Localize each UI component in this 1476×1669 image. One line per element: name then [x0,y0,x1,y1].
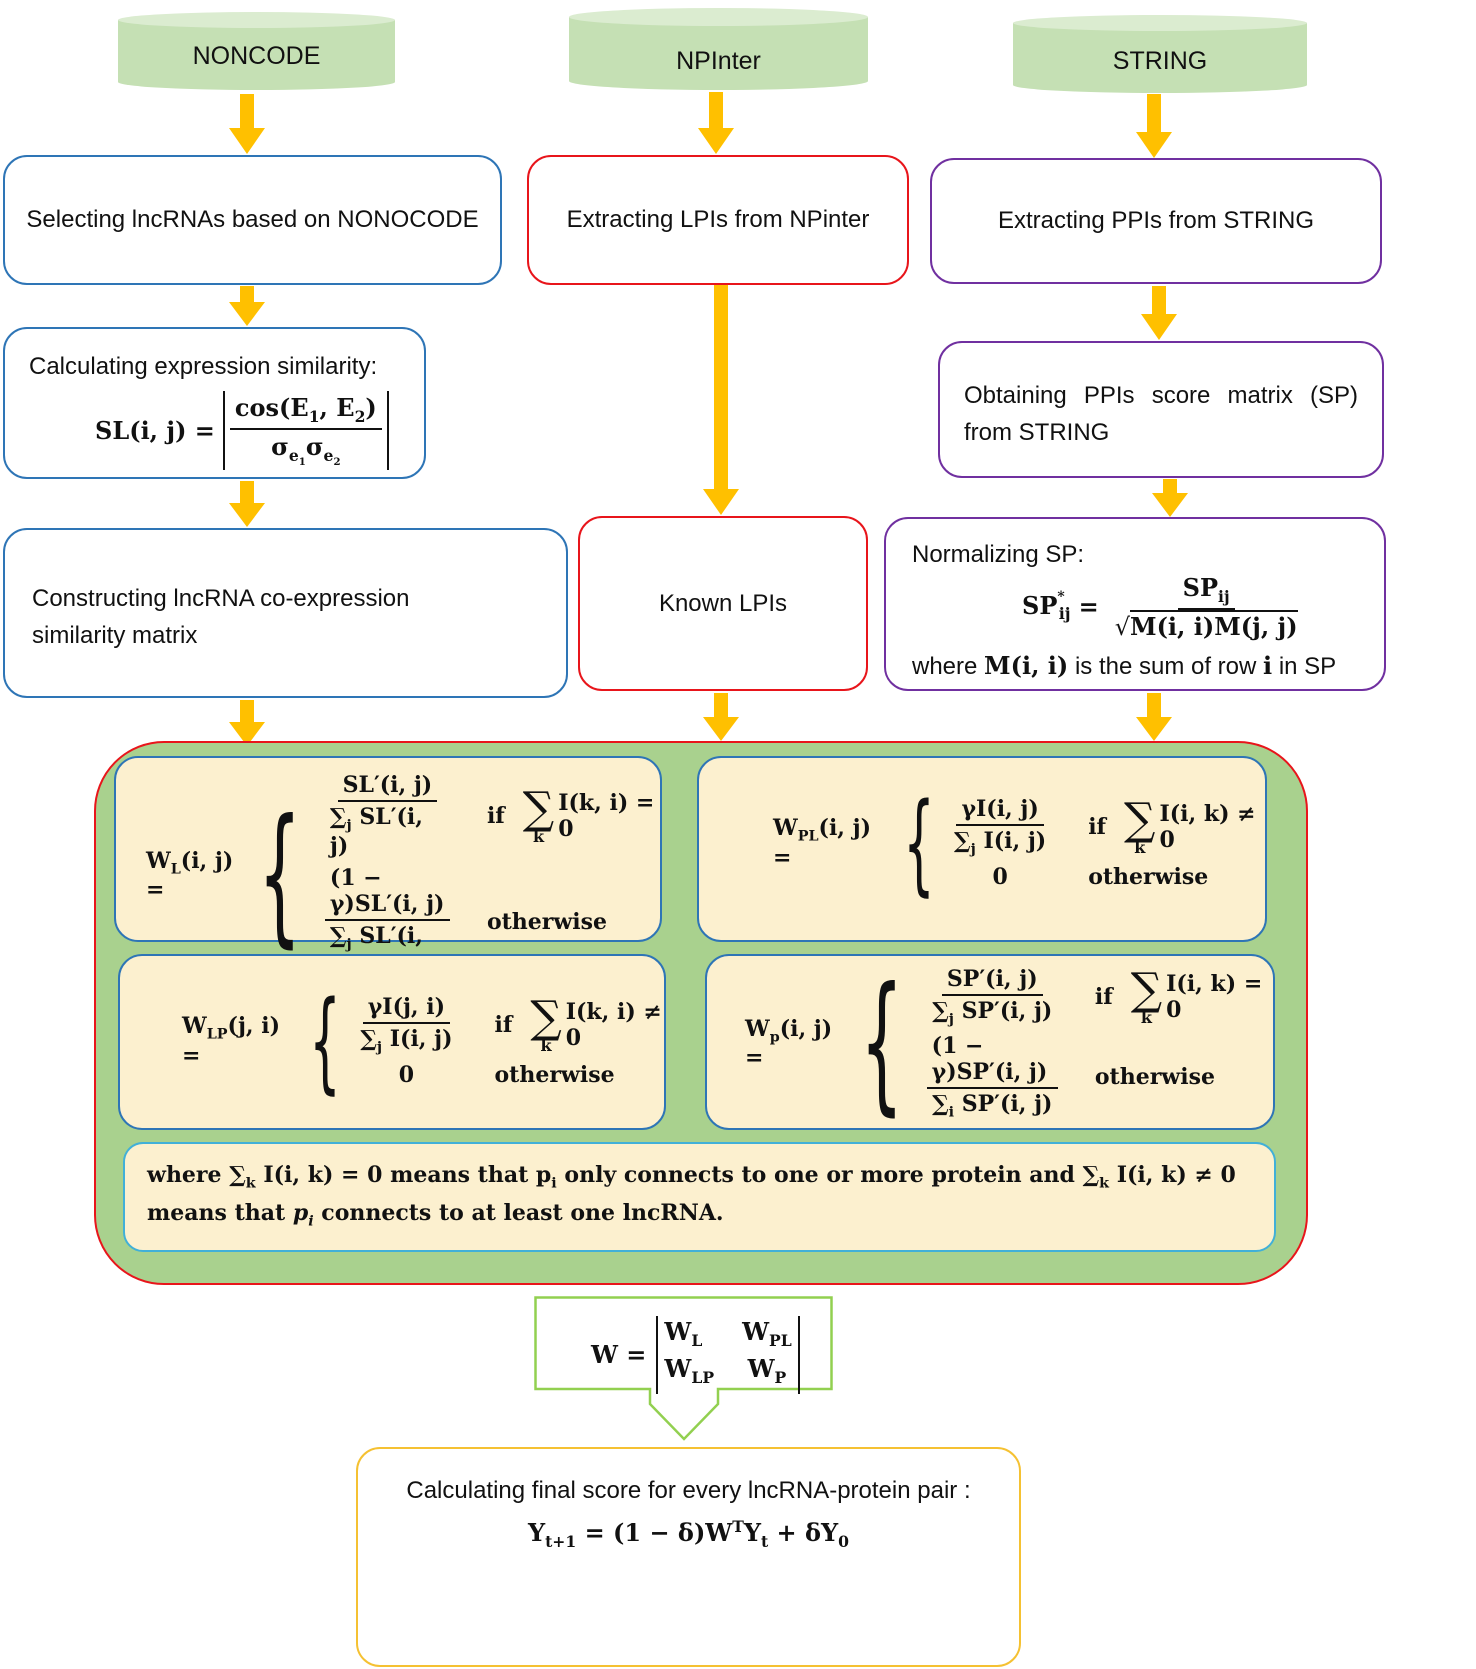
extract-ppi-text: Extracting PPIs from STRING [997,207,1315,234]
sl-formula: SL(i, j) = cos(E1, E2)σe1σe2 [95,391,389,470]
coexpression-matrix-text: Constructing lncRNA co-expression simila… [32,585,410,649]
condition-note-line2: means that pi connects to at least one l… [147,1200,724,1230]
arrow-icon [229,94,265,154]
arrow-icon [703,285,739,515]
arrow-icon [1136,693,1172,741]
normalize-sp-box: Normalizing SP: SP*ij = SPij√M(i, i)M(j,… [884,517,1386,691]
db-npinter: NPInter [569,5,868,90]
select-lncrna-box: Selecting lncRNAs based on NONOCODE [3,155,502,285]
arrow-icon [1136,94,1172,158]
obtain-sp-box: Obtaining PPIs score matrix (SP) from ST… [938,341,1384,478]
coexpression-matrix-box: Constructing lncRNA co-expression simila… [3,528,568,698]
normalize-sp-title: Normalizing SP: [912,541,1085,568]
arrow-icon [229,286,265,326]
extract-ppi-box: Extracting PPIs from STRING [930,158,1382,284]
expression-similarity-title: Calculating expression similarity: [29,353,378,380]
final-score-box: Calculating final score for every lncRNA… [356,1447,1021,1667]
select-lncrna-text: Selecting lncRNAs based on NONOCODE [26,206,479,233]
known-lpi-box: Known LPIs [578,516,868,691]
hollow-arrow-icon [534,1296,833,1441]
db-string: STRING [1013,13,1307,93]
normalize-sp-where: where M(i, i) is the sum of row i in SP [912,651,1337,680]
arrow-icon [703,693,739,741]
condition-note: where ∑k I(i, k) = 0 means that pi only … [123,1142,1276,1252]
db-string-label: STRING [1112,47,1208,75]
sp-normalize-formula: SP*ij = SPij√M(i, i)M(j, j) [1022,573,1298,641]
db-npinter-label: NPInter [676,47,761,75]
db-noncode-label: NONCODE [192,42,321,70]
arrow-icon [229,700,265,746]
known-lpi-text: Known LPIs [658,589,788,617]
extract-lpi-text: Extracting LPIs from NPinter [566,206,870,233]
arrow-icon [1152,479,1188,517]
final-score-text: Calculating final score for every lncRNA… [406,1477,971,1504]
obtain-sp-text: Obtaining PPIs score matrix (SP) from ST… [964,382,1358,446]
arrow-icon [1141,286,1177,340]
db-noncode: NONCODE [118,10,395,90]
extract-lpi-box: Extracting LPIs from NPinter [527,155,909,285]
condition-note-line1: where ∑k I(i, k) = 0 means that pi only … [147,1162,1236,1192]
arrow-icon [698,92,734,154]
final-score-formula: Yt+1 = (1 − δ)WTYt + δY0 [527,1517,850,1551]
arrow-icon [229,481,265,527]
expression-similarity-box: Calculating expression similarity: SL(i,… [3,327,426,479]
